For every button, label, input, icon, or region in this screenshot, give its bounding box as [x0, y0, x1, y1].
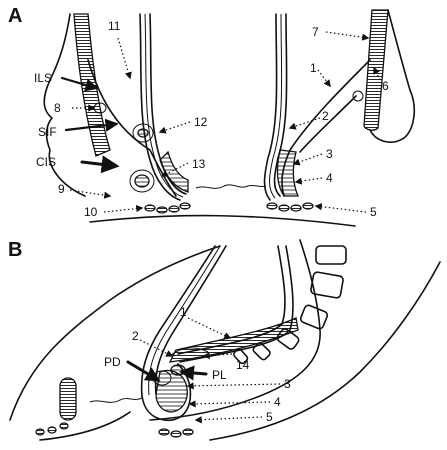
left-subcutaneous-sphincter — [144, 202, 191, 214]
leader-10 — [103, 205, 144, 213]
left-rectal-wall-mid — [144, 13, 184, 198]
leader-b-pl — [179, 365, 208, 381]
label-a-1: 1 — [310, 61, 317, 75]
fistula-tract-12 — [132, 123, 154, 143]
leader-b-5 — [194, 416, 263, 424]
label-b-14: 14 — [236, 358, 250, 372]
label-a-5: 5 — [370, 205, 377, 219]
label-a-sif: SIF — [38, 125, 57, 139]
panel-b: B — [8, 239, 441, 441]
label-b-pd: PD — [104, 355, 121, 369]
panel-a: A — [8, 5, 416, 227]
perianal-skin — [89, 214, 356, 227]
label-a-9: 9 — [58, 182, 65, 196]
label-a-11: 11 — [108, 19, 121, 33]
rectal-wall-b-outer — [140, 245, 216, 397]
levator-band-b — [168, 317, 299, 363]
label-a-8: 8 — [54, 101, 61, 115]
leader-4 — [294, 177, 323, 185]
abscess-core-13 — [134, 174, 150, 188]
internal-sphincter-b — [155, 369, 188, 413]
label-b-1: 1 — [180, 305, 187, 319]
leader-b-14 — [202, 351, 233, 360]
node-6 — [352, 90, 364, 102]
right-fascia-2 — [299, 95, 357, 153]
subcutaneous-sphincter-b — [35, 422, 194, 438]
left-levator-muscle — [73, 13, 111, 157]
sacrum-contour — [149, 239, 321, 421]
anal-verge — [195, 184, 267, 189]
leader-5 — [314, 203, 367, 213]
left-skin-contour — [43, 13, 86, 197]
right-subcutaneous-sphincter — [266, 202, 314, 212]
perineal-skin-b — [39, 411, 131, 441]
coccyx-vertebrae — [233, 245, 347, 365]
leader-9 — [69, 189, 112, 199]
leader-3 — [292, 153, 323, 166]
leader-cis — [80, 155, 120, 174]
label-a-cis: CIS — [36, 155, 56, 169]
leader-1 — [317, 69, 331, 88]
anterior-sphincter-b — [59, 377, 77, 421]
label-b-3: 3 — [284, 377, 291, 391]
label-a-13: 13 — [192, 157, 206, 171]
label-a-3: 3 — [326, 147, 333, 161]
label-a-6: 6 — [382, 79, 389, 93]
left-rectal-wall-outer — [139, 13, 181, 201]
leader-b-pd — [126, 360, 161, 382]
leader-13 — [160, 162, 189, 177]
buttock-contour — [9, 245, 221, 421]
anal-verge-b — [89, 397, 143, 403]
left-rectal-wall-inner — [149, 13, 187, 195]
panel-b-label: B — [8, 239, 22, 261]
abscess-13 — [129, 169, 155, 193]
panel-a-label: A — [8, 5, 22, 27]
leader-b-4 — [188, 400, 271, 408]
label-a-ils: ILS — [34, 71, 52, 85]
label-b-5: 5 — [266, 410, 273, 424]
left-fascia — [87, 59, 177, 197]
right-levator-muscle — [363, 9, 389, 131]
leader-11 — [117, 37, 132, 80]
right-rectal-wall-outer — [263, 13, 278, 201]
leader-12 — [158, 121, 191, 134]
right-rectal-wall-mid — [269, 13, 283, 199]
leader-7 — [325, 31, 370, 41]
label-b-2: 2 — [132, 329, 139, 343]
label-b-pl: PL — [212, 368, 227, 382]
fistula-lumen-12 — [137, 128, 149, 138]
right-skin-contour — [369, 9, 416, 143]
leader-2 — [288, 117, 321, 130]
right-internal-sphincter — [276, 149, 299, 197]
right-rectal-wall-inner — [273, 13, 288, 197]
label-a-4: 4 — [326, 171, 333, 185]
posterior-body-contour — [209, 261, 441, 441]
label-a-12: 12 — [194, 115, 208, 129]
label-b-4: 4 — [274, 395, 281, 409]
label-a-7: 7 — [312, 25, 319, 39]
leader-b-1 — [187, 317, 232, 339]
leader-b-3 — [186, 382, 281, 390]
label-a-2: 2 — [322, 109, 329, 123]
label-a-10: 10 — [84, 205, 98, 219]
leader-sif — [64, 118, 119, 132]
leader-ils — [60, 76, 99, 92]
